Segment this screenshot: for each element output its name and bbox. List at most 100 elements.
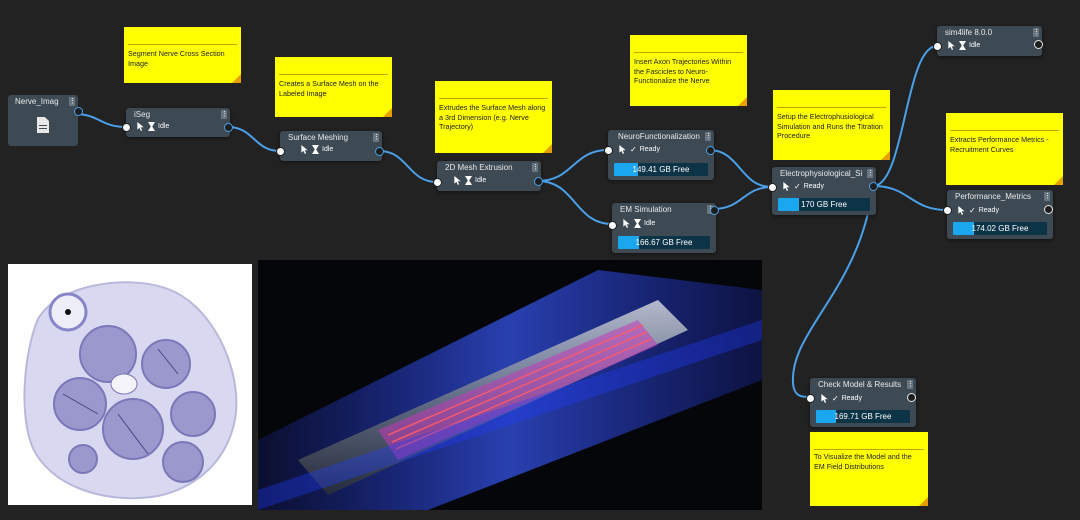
output-port[interactable] bbox=[1044, 205, 1053, 214]
node-status: ✓ Ready bbox=[782, 181, 824, 192]
node-menu-button[interactable]: ⋮ bbox=[1044, 192, 1051, 201]
input-port[interactable] bbox=[768, 183, 777, 192]
storage-bar-fill bbox=[953, 222, 974, 235]
pointer-icon bbox=[454, 176, 461, 185]
note-visualize[interactable]: To Visualize the Model and the EM Field … bbox=[810, 432, 928, 506]
check-icon: ✓ bbox=[794, 182, 801, 191]
wire-extrusion-to-em bbox=[537, 180, 613, 225]
check-icon: ✓ bbox=[832, 394, 839, 403]
input-port[interactable] bbox=[943, 206, 952, 215]
pointer-icon bbox=[301, 145, 308, 154]
node-menu-button[interactable]: ⋮ bbox=[1033, 28, 1040, 37]
storage-bar-fill bbox=[614, 163, 639, 176]
note-text: Creates a Surface Mesh on the Labeled Im… bbox=[279, 79, 379, 98]
status-label: Ready bbox=[978, 207, 999, 214]
node-menu-button[interactable]: ⋮ bbox=[221, 110, 228, 119]
input-port[interactable] bbox=[933, 42, 942, 51]
status-label: Idle bbox=[322, 146, 334, 153]
node-menu-button[interactable]: ⋮ bbox=[907, 380, 914, 389]
wire-nerve-to-iseg bbox=[73, 113, 127, 128]
storage-label: 169.71 GB Free bbox=[834, 412, 892, 421]
pointer-icon bbox=[958, 206, 965, 215]
wire-em-to-electro bbox=[712, 186, 773, 210]
output-port[interactable] bbox=[706, 146, 715, 155]
pointer-icon bbox=[137, 122, 144, 131]
output-port[interactable] bbox=[74, 107, 83, 116]
storage-label: 174.02 GB Free bbox=[971, 224, 1029, 233]
em-field-render bbox=[258, 260, 762, 510]
pointer-icon bbox=[623, 219, 630, 228]
hourglass-icon bbox=[312, 145, 319, 154]
output-port[interactable] bbox=[375, 147, 384, 156]
storage-bar: 169.71 GB Free bbox=[816, 410, 910, 423]
wire-neuro-to-electro bbox=[708, 149, 773, 188]
note-fold bbox=[383, 108, 392, 117]
note-fold bbox=[1054, 176, 1063, 185]
node-title: iSeg bbox=[134, 110, 151, 119]
status-label: Ready bbox=[639, 146, 660, 153]
note-axon[interactable]: Insert Axon Trajectories Within the Fasc… bbox=[630, 35, 747, 106]
node-neuro-functionalization[interactable]: NeuroFunctionalization ⋮ ✓ Ready 149.41 … bbox=[604, 130, 715, 180]
node-title: EM Simulation bbox=[620, 205, 672, 214]
note-extrude[interactable]: Extrudes the Surface Mesh along a 3rd Di… bbox=[435, 81, 552, 153]
hourglass-icon bbox=[959, 41, 966, 50]
note-text: Setup the Electrophusiological Simulatio… bbox=[777, 112, 883, 141]
output-port[interactable] bbox=[869, 182, 878, 191]
node-title: Nerve_Imag bbox=[15, 97, 59, 106]
note-text: Insert Axon Trajectories Within the Fasc… bbox=[634, 57, 732, 86]
input-port[interactable] bbox=[122, 123, 131, 132]
status-label: Idle bbox=[969, 42, 981, 49]
node-title: NeuroFunctionalization bbox=[618, 132, 700, 141]
storage-bar-fill bbox=[618, 236, 640, 249]
note-text: Segment Nerve Cross Section Image bbox=[128, 49, 225, 68]
output-port[interactable] bbox=[1034, 40, 1043, 49]
note-fold bbox=[543, 144, 552, 153]
node-status: Idle bbox=[947, 40, 980, 51]
storage-bar: 149.41 GB Free bbox=[614, 163, 708, 176]
note-electro[interactable]: Setup the Electrophusiological Simulatio… bbox=[773, 90, 890, 160]
node-em-simulation[interactable]: EM Simulation ⋮ Idle 166.67 GB Free bbox=[608, 203, 719, 253]
node-check-model-results[interactable]: Check Model & Results ⋮ ✓ Ready 169.71 G… bbox=[806, 378, 916, 427]
output-port[interactable] bbox=[534, 177, 543, 186]
storage-bar-fill bbox=[778, 198, 800, 211]
note-surface-mesh[interactable]: Creates a Surface Mesh on the Labeled Im… bbox=[275, 57, 392, 117]
output-port[interactable] bbox=[224, 123, 233, 132]
check-icon: ✓ bbox=[969, 206, 976, 215]
status-label: Idle bbox=[158, 123, 170, 130]
note-fold bbox=[232, 74, 241, 83]
input-port[interactable] bbox=[604, 146, 613, 155]
node-status: ✓ Ready bbox=[957, 205, 999, 216]
node-status: ✓ Ready bbox=[618, 144, 660, 155]
storage-label: 149.41 GB Free bbox=[632, 165, 690, 174]
node-performance-metrics[interactable]: Performance_Metrics ⋮ ✓ Ready 174.02 GB … bbox=[943, 190, 1053, 239]
input-port[interactable] bbox=[276, 147, 285, 156]
note-text: Extrudes the Surface Mesh along a 3rd Di… bbox=[439, 103, 546, 132]
note-fold bbox=[919, 497, 928, 506]
input-port[interactable] bbox=[433, 178, 442, 187]
node-nerve-image[interactable]: Nerve_Imag ⋮ bbox=[8, 95, 83, 146]
status-label: Idle bbox=[644, 220, 656, 227]
nerve-cross-section-image bbox=[8, 264, 252, 505]
node-menu-button[interactable]: ⋮ bbox=[705, 132, 712, 141]
note-segment[interactable]: Segment Nerve Cross Section Image bbox=[124, 27, 241, 83]
wire-surface-to-extrusion bbox=[378, 150, 438, 183]
input-port[interactable] bbox=[608, 221, 617, 230]
output-port[interactable] bbox=[907, 393, 916, 402]
node-electrophysiological[interactable]: Electrophysiological_Si ⋮ ✓ Ready 170 GB… bbox=[768, 167, 878, 215]
pointer-icon bbox=[619, 145, 626, 154]
em-field-graphic bbox=[258, 270, 762, 510]
node-sim4life[interactable]: sim4life 8.0.0 ⋮ Idle bbox=[933, 26, 1043, 56]
node-menu-button[interactable]: ⋮ bbox=[373, 133, 380, 142]
node-status: ✓ Ready bbox=[820, 393, 862, 404]
node-menu-button[interactable]: ⋮ bbox=[867, 169, 874, 178]
node-surface-meshing[interactable]: Surface Meshing ⋮ Idle bbox=[276, 131, 384, 161]
node-iseg[interactable]: iSeg ⋮ Idle bbox=[122, 108, 233, 137]
pointer-icon bbox=[821, 394, 828, 403]
input-port[interactable] bbox=[806, 394, 815, 403]
note-metrics[interactable]: Extracts Performance Metrics - Recruitme… bbox=[946, 113, 1063, 185]
output-port[interactable] bbox=[710, 206, 719, 215]
node-menu-button[interactable]: ⋮ bbox=[532, 163, 539, 172]
node-2d-mesh-extrusion[interactable]: 2D Mesh Extrusion ⋮ Idle bbox=[433, 161, 543, 191]
node-menu-button[interactable]: ⋮ bbox=[69, 97, 76, 106]
